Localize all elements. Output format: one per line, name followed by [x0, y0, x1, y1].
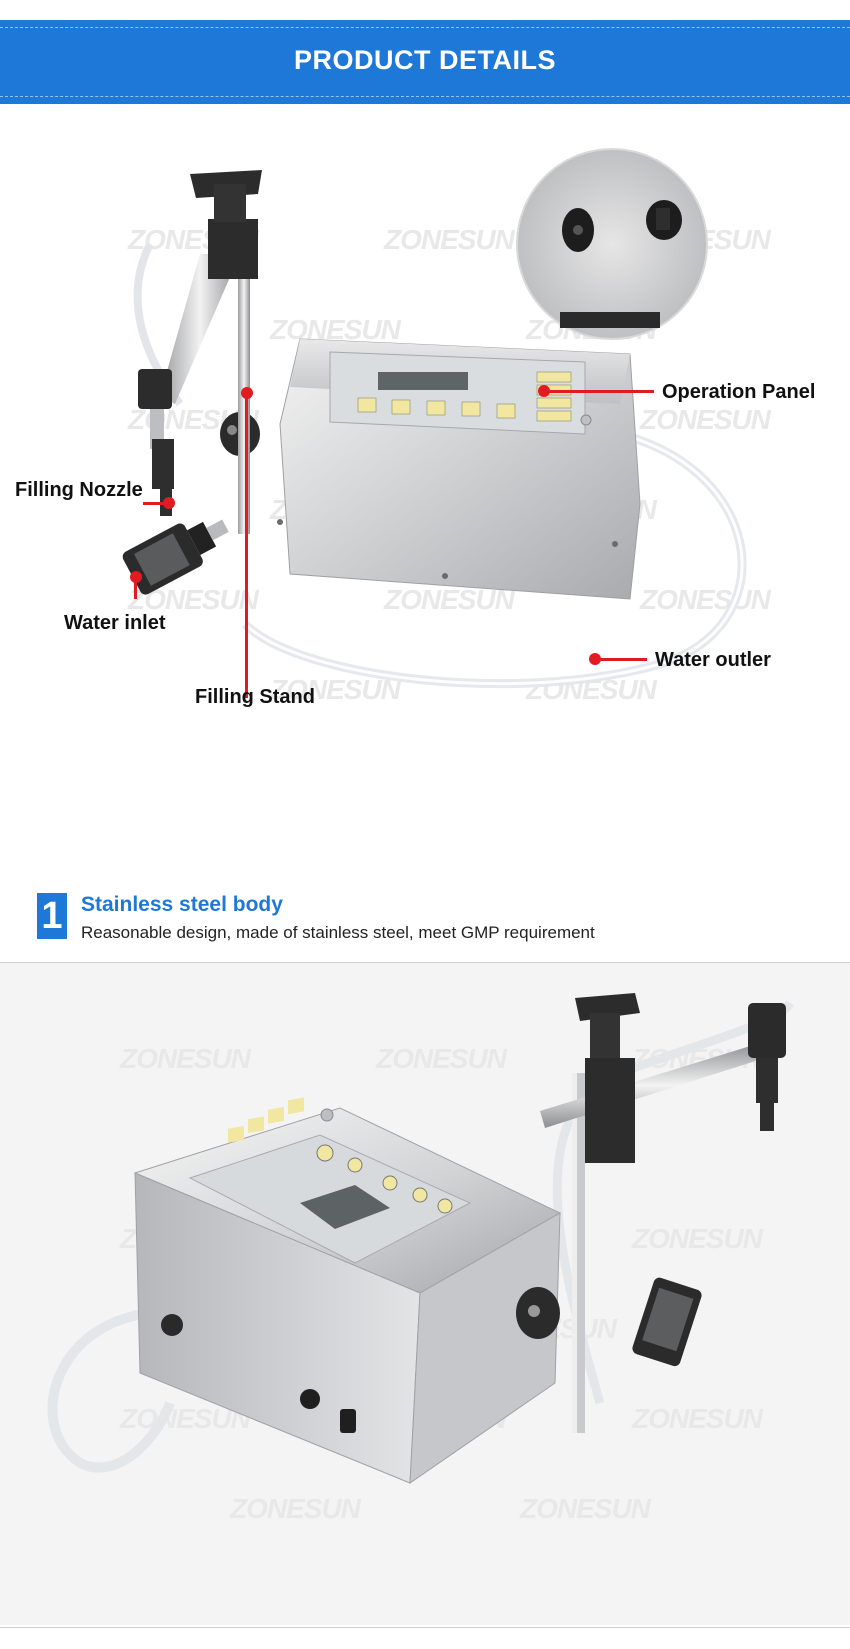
watermark: ZONESUN: [270, 674, 401, 705]
callout-line-filling-stand: [245, 396, 248, 698]
label-filling-nozzle: Filling Nozzle: [15, 479, 143, 501]
product-image-2: ZONESUN ZONESUN ZONESUN ZONESUN ZONESUN …: [0, 963, 850, 1625]
banner-dash-bottom: [0, 96, 850, 97]
callout-line-filling-nozzle: [143, 502, 167, 505]
banner-dash-top: [0, 27, 850, 28]
callout-line-operation-panel: [546, 390, 654, 393]
label-filling-stand: Filling Stand: [195, 686, 315, 708]
product-image-1: ZONESUN ZONESUN ZONESUN ZONESUN ZONESUN …: [0, 104, 850, 824]
watermark: ZONESUN: [120, 1043, 251, 1074]
watermark: ZONESUN: [270, 314, 401, 345]
callout-dot-filling-stand: [241, 387, 253, 399]
watermark: ZONESUN: [230, 1493, 361, 1524]
section-title: Stainless steel body: [81, 893, 283, 916]
callout-line-water-inlet: [134, 577, 137, 599]
callout-dot-water-outlet: [589, 653, 601, 665]
bottom-divider: [0, 1627, 850, 1628]
page-title: PRODUCT DETAILS: [294, 45, 556, 75]
watermark: ZONESUN: [632, 1223, 763, 1254]
watermark: ZONESUN: [640, 584, 771, 615]
watermark: ZONESUN: [632, 1403, 763, 1434]
label-operation-panel: Operation Panel: [662, 381, 816, 403]
header-banner: PRODUCT DETAILS: [0, 20, 850, 104]
section-divider: [0, 962, 850, 963]
callout-dot-operation-panel: [538, 385, 550, 397]
machine-illustration: [122, 148, 747, 689]
machine-illustration-2: [47, 993, 795, 1484]
label-water-inlet: Water inlet: [64, 612, 166, 634]
section-number-badge: 1: [37, 893, 67, 939]
label-water-outlet: Water outler: [655, 649, 771, 671]
watermark: ZONESUN: [384, 224, 515, 255]
watermark: ZONESUN: [520, 1493, 651, 1524]
callout-dot-filling-nozzle: [163, 497, 175, 509]
section-description: Reasonable design, made of stainless ste…: [81, 923, 595, 942]
watermark: ZONESUN: [376, 1043, 507, 1074]
callout-line-water-outlet: [597, 658, 647, 661]
watermark: ZONESUN: [640, 404, 771, 435]
